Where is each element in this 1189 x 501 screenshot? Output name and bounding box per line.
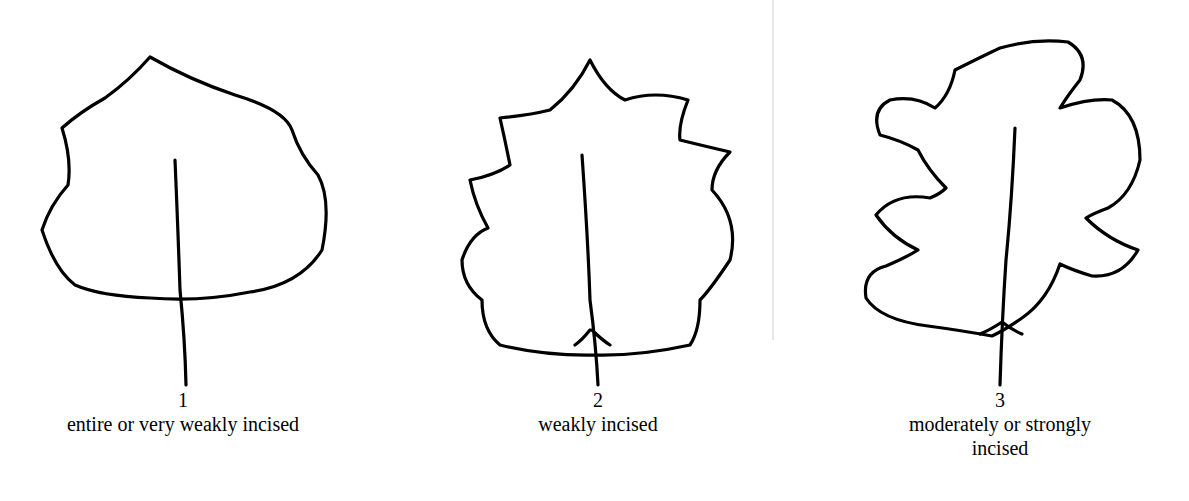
callout-number: 1 — [178, 388, 188, 412]
category-caption: weakly incised — [538, 412, 657, 436]
separator-line — [773, 0, 774, 340]
leaf-outline-entire — [42, 57, 326, 299]
leaf-midrib — [175, 160, 186, 385]
callout-number: 3 — [995, 388, 1005, 412]
category-caption: entire or very weakly incised — [67, 412, 299, 436]
callout-number: 2 — [593, 388, 603, 412]
leaf-midrib — [980, 128, 1022, 385]
category-caption: moderately or strongly incised — [885, 412, 1115, 460]
leaf-outline-weak — [462, 60, 733, 355]
leaf-midrib — [575, 155, 610, 385]
